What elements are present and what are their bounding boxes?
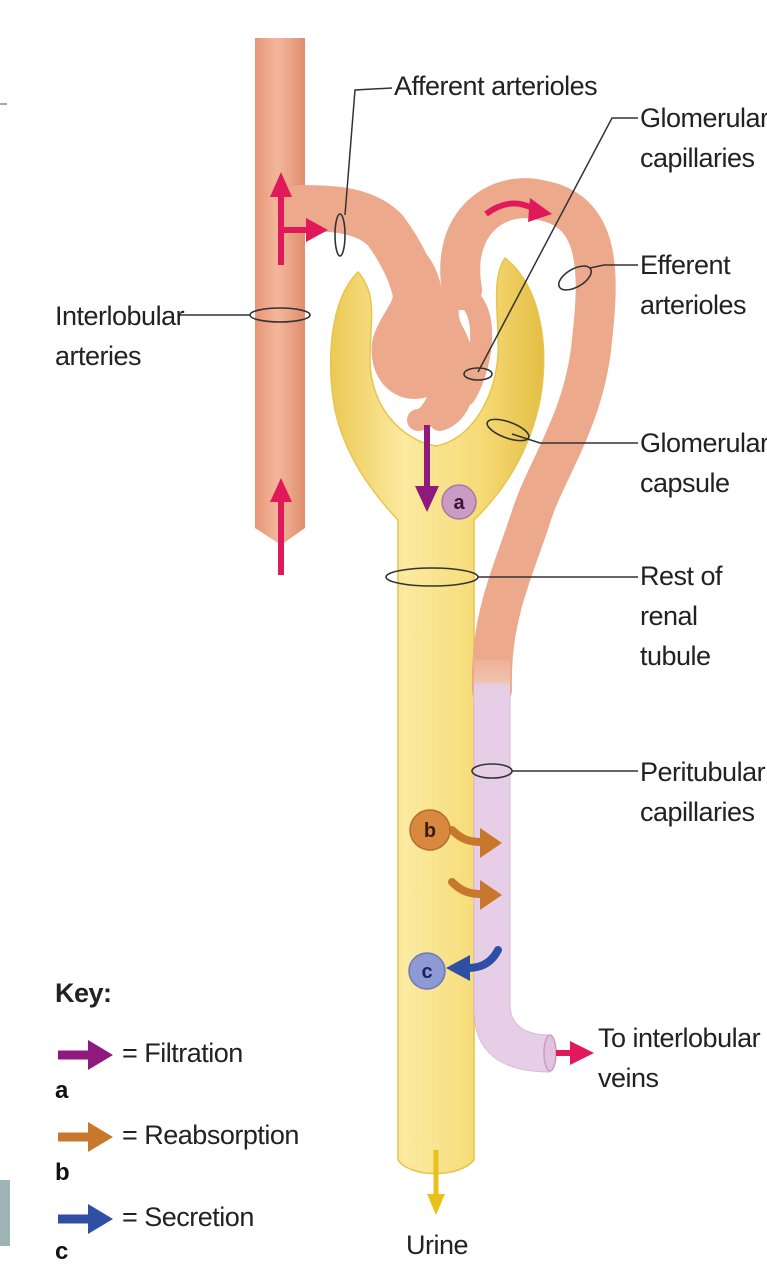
marker-a: a (442, 485, 476, 519)
key-arrows (58, 1040, 113, 1234)
key-reabsorption-letter: b (55, 1159, 70, 1187)
marker-b: b (410, 810, 450, 850)
label-glomerular-capillaries: Glomerular capillaries (640, 98, 767, 178)
key-filtration-letter: a (55, 1077, 68, 1105)
peritubular-capillary (474, 690, 550, 1072)
label-rest-of-renal-tubule: Rest of renal tubule (640, 556, 722, 676)
label-efferent-arterioles: Efferent arterioles (640, 245, 746, 325)
key-secretion-letter: c (55, 1238, 68, 1266)
marker-b-letter: b (424, 820, 436, 842)
label-urine: Urine (406, 1225, 468, 1265)
marker-a-letter: a (453, 492, 465, 514)
label-peritubular-capillaries: Peritubular capillaries (640, 752, 765, 832)
label-glomerular-capsule: Glomerular capsule (640, 423, 767, 503)
key-secretion-text: = Secretion (122, 1202, 254, 1233)
label-to-interlobular-veins: To interlobular veins (598, 1018, 760, 1098)
key-reabsorption-text: = Reabsorption (122, 1120, 299, 1151)
label-afferent-arterioles: Afferent arterioles (394, 66, 597, 106)
key-filtration-text: = Filtration (122, 1038, 243, 1069)
label-interlobular-arteries: Interlobular arteries (55, 296, 184, 376)
interlobular-artery (255, 38, 305, 545)
marker-c-letter: c (421, 961, 432, 983)
key-title: Key: (55, 973, 112, 1013)
marker-c: c (409, 953, 445, 989)
